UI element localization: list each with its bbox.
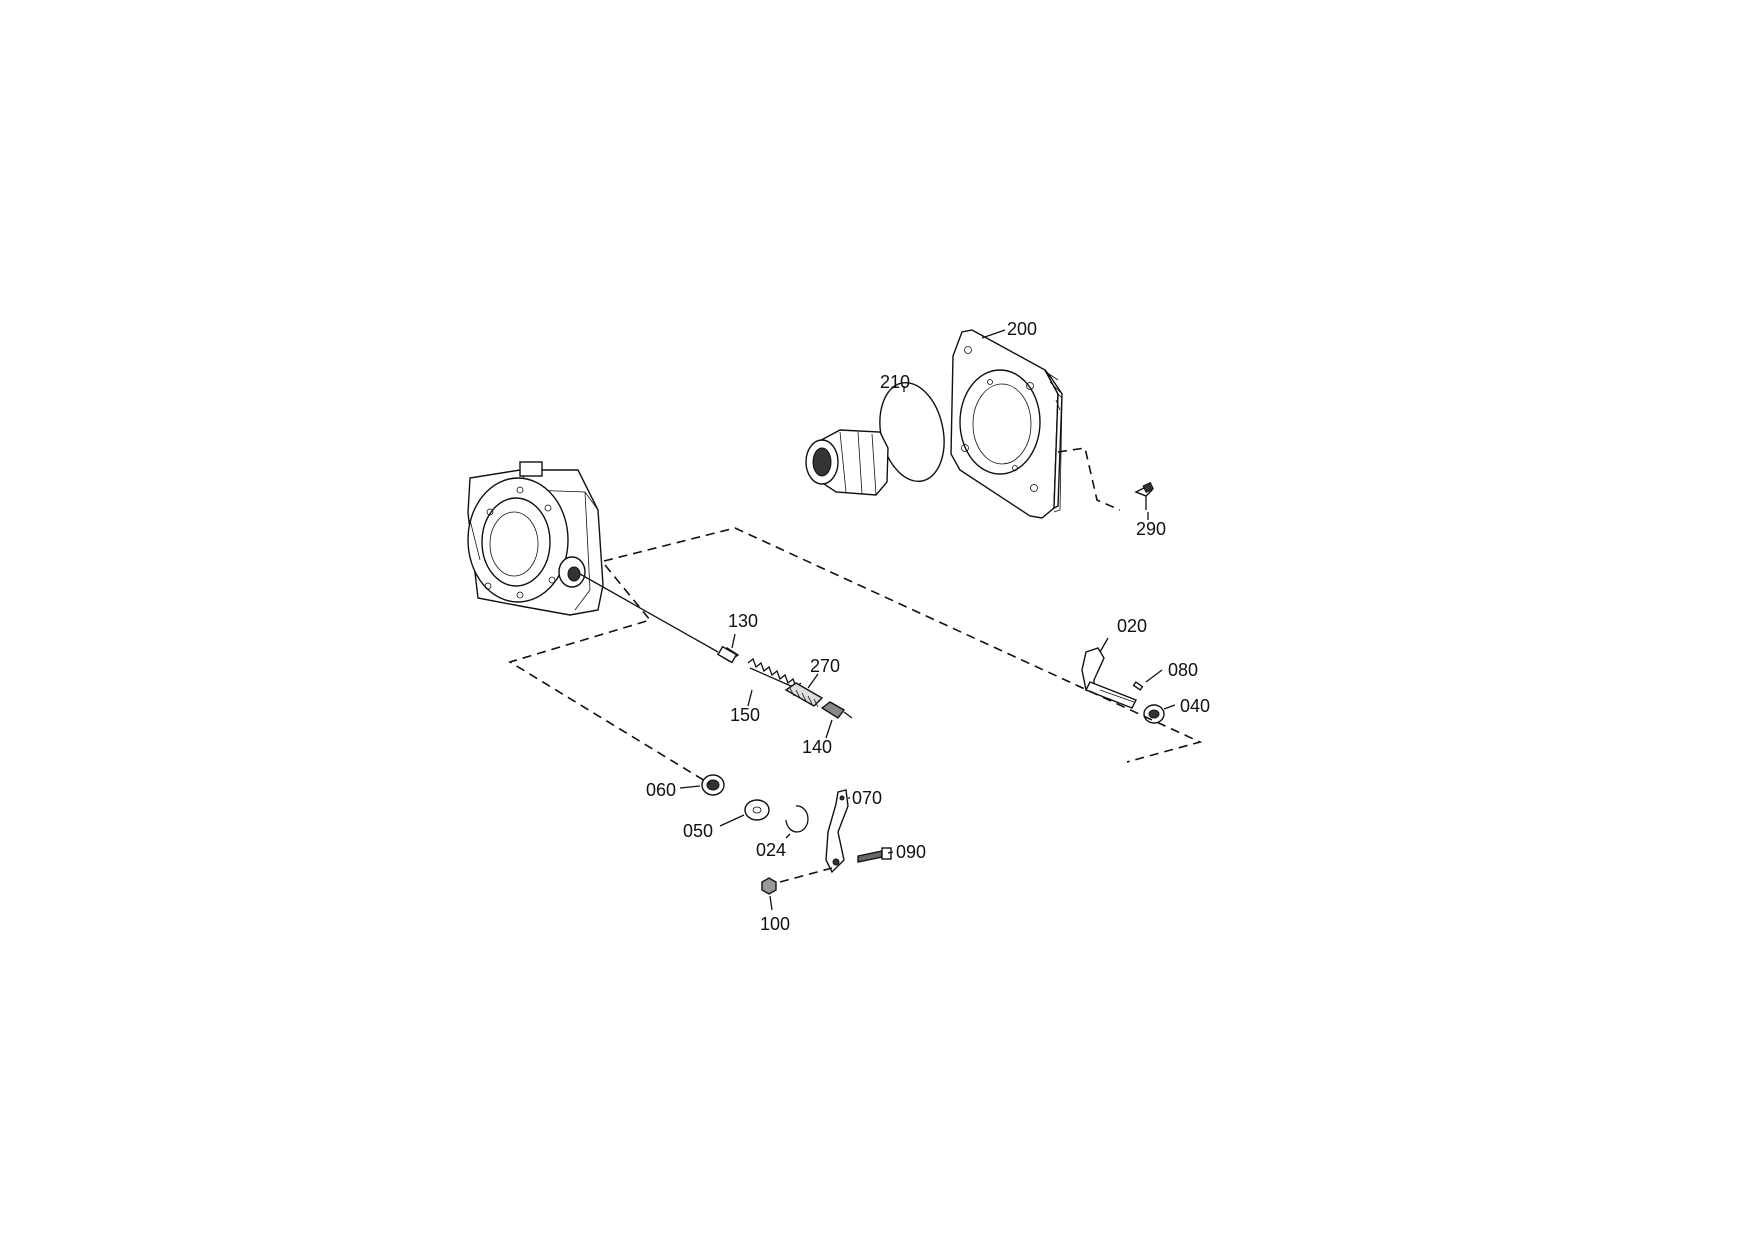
assembly-dashed-lines bbox=[508, 447, 1203, 883]
cover-plate-edge-hatching bbox=[1045, 371, 1061, 411]
washer-part-050 bbox=[744, 799, 770, 821]
label-290: 290 bbox=[1136, 519, 1166, 539]
pin-part-130 bbox=[716, 645, 740, 664]
washer-part-060 bbox=[701, 774, 725, 796]
label-090: 090 bbox=[896, 842, 926, 862]
splined-hub bbox=[805, 429, 889, 496]
label-140: 140 bbox=[802, 737, 832, 757]
label-020: 020 bbox=[1117, 616, 1147, 636]
label-050: 050 bbox=[683, 821, 713, 841]
label-024: 024 bbox=[756, 840, 786, 860]
leader-lines bbox=[679, 329, 1176, 911]
lever-part-020 bbox=[1081, 647, 1137, 709]
label-100: 100 bbox=[760, 914, 790, 934]
label-070: 070 bbox=[852, 788, 882, 808]
lever-arm-part-070 bbox=[825, 789, 849, 874]
label-040: 040 bbox=[1180, 696, 1210, 716]
plug-part-290 bbox=[1134, 481, 1154, 510]
bolt-part-090 bbox=[857, 847, 892, 863]
label-270: 270 bbox=[810, 656, 840, 676]
pin-part-080 bbox=[1132, 681, 1144, 691]
label-150: 150 bbox=[730, 705, 760, 725]
retaining-ring-part-024 bbox=[785, 805, 809, 833]
label-080: 080 bbox=[1168, 660, 1198, 680]
spring-part-270 bbox=[784, 682, 824, 708]
cover-plate-part-200 bbox=[950, 329, 1063, 519]
label-200: 200 bbox=[1007, 319, 1037, 339]
label-060: 060 bbox=[646, 780, 676, 800]
main-housing bbox=[467, 461, 604, 616]
washer-part-040 bbox=[1143, 704, 1165, 724]
part-140 bbox=[820, 701, 853, 719]
label-210: 210 bbox=[880, 372, 910, 392]
label-130: 130 bbox=[728, 611, 758, 631]
nut-part-100 bbox=[761, 877, 777, 895]
part-labels: 200 210 290 130 270 150 140 020 080 040 … bbox=[646, 319, 1210, 934]
